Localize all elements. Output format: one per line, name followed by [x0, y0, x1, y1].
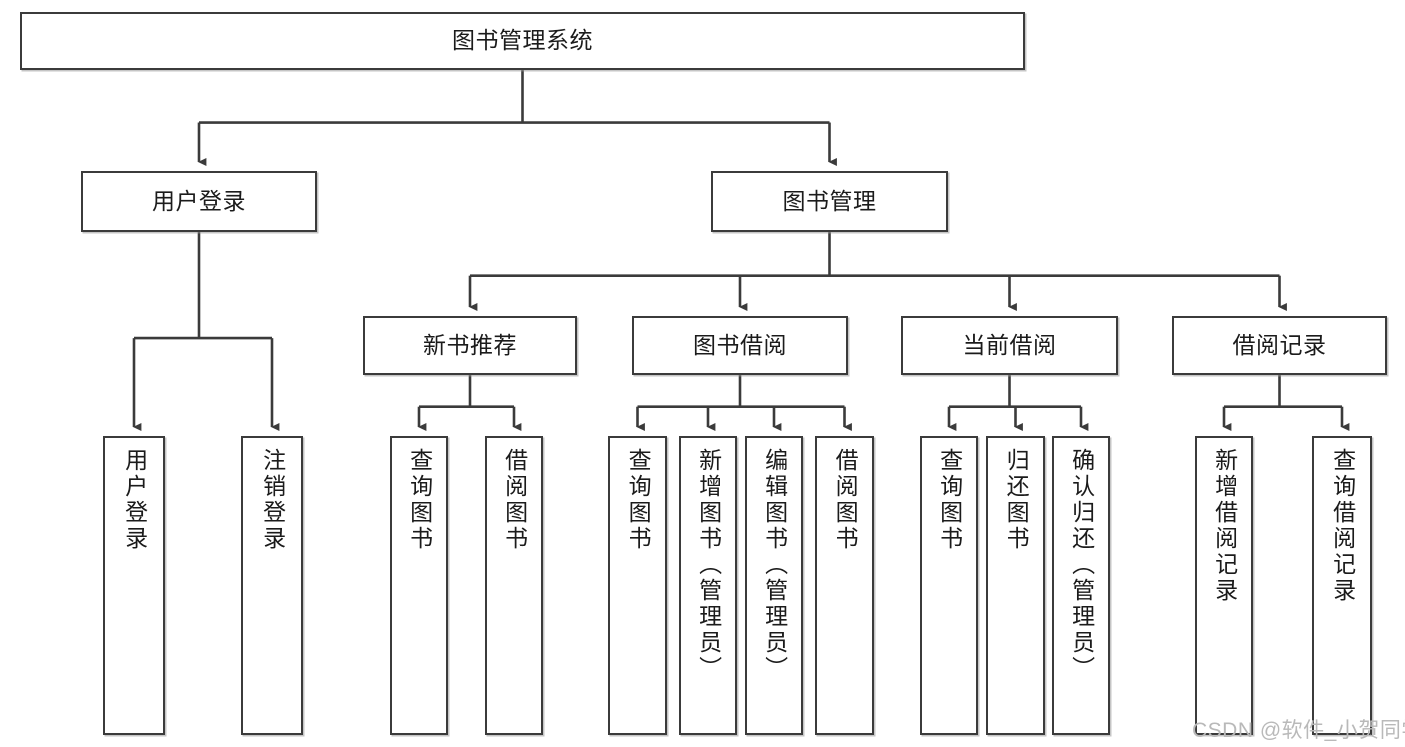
node-leaf-edit-book-admin[interactable]: 编辑图书（管理员）: [745, 436, 803, 735]
node-label: 借阅图书: [501, 448, 528, 552]
csdn-watermark: CSDN @软件_小贺同学: [1192, 719, 1405, 742]
node-new-book-recommend[interactable]: 新书推荐: [363, 316, 577, 375]
node-label: 借阅图书: [832, 448, 859, 552]
node-root[interactable]: 图书管理系统: [20, 12, 1025, 70]
node-borrow-records[interactable]: 借阅记录: [1172, 316, 1387, 375]
node-leaf-query-books-b[interactable]: 查询图书: [608, 436, 667, 735]
node-leaf-query-books-a[interactable]: 查询图书: [390, 436, 448, 735]
node-leaf-add-borrow-record[interactable]: 新增借阅记录: [1195, 436, 1253, 735]
node-label: 图书管理: [782, 187, 877, 214]
node-leaf-add-book-admin[interactable]: 新增图书（管理员）: [679, 436, 737, 735]
node-label: 借阅记录: [1232, 331, 1327, 358]
node-label: 新增借阅记录: [1211, 448, 1238, 604]
node-leaf-borrow-books-a[interactable]: 借阅图书: [485, 436, 543, 735]
node-label: 查询图书: [406, 448, 433, 552]
node-label: 确认归还（管理员）: [1068, 448, 1095, 682]
node-label: 新书推荐: [423, 331, 517, 358]
node-book-borrow[interactable]: 图书借阅: [632, 316, 848, 375]
node-label: 编辑图书（管理员）: [761, 448, 788, 682]
node-leaf-borrow-books-b[interactable]: 借阅图书: [815, 436, 874, 735]
node-label: 新增图书（管理员）: [695, 448, 722, 682]
node-label: 用户登录: [152, 187, 246, 214]
node-leaf-query-borrow-record[interactable]: 查询借阅记录: [1312, 436, 1372, 735]
node-label: 当前借阅: [962, 331, 1057, 358]
node-user-login[interactable]: 用户登录: [81, 171, 317, 232]
node-leaf-return-books[interactable]: 归还图书: [986, 436, 1045, 735]
node-leaf-logout[interactable]: 注销登录: [241, 436, 303, 735]
node-current-borrow[interactable]: 当前借阅: [901, 316, 1118, 375]
node-leaf-query-books-c[interactable]: 查询图书: [920, 436, 978, 735]
node-label: 查询图书: [936, 448, 963, 552]
node-label: 图书借阅: [693, 331, 787, 358]
node-label: 查询借阅记录: [1329, 448, 1356, 604]
node-label: 用户登录: [121, 448, 148, 552]
node-label: 图书管理系统: [452, 27, 593, 54]
node-label: 归还图书: [1003, 448, 1030, 552]
node-book-management[interactable]: 图书管理: [711, 171, 948, 232]
node-label: 查询图书: [625, 448, 652, 552]
node-label: 注销登录: [259, 448, 286, 552]
node-leaf-user-login[interactable]: 用户登录: [103, 436, 165, 735]
node-leaf-confirm-return-admin[interactable]: 确认归还（管理员）: [1052, 436, 1110, 735]
